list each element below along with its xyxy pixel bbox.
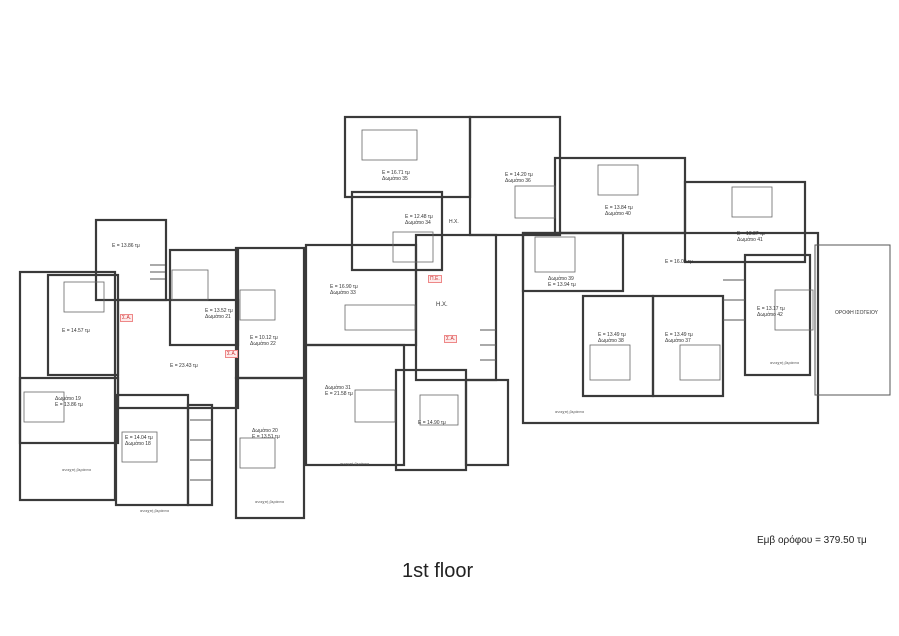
room-name: Δωμάτιο 31	[325, 385, 351, 391]
room-label: E = 23.43 τμ	[170, 363, 198, 369]
room-area: E = 12.48 τμ	[405, 214, 433, 220]
fire-tag: Σ.Α.	[444, 335, 458, 343]
room-area: E = 16.90 τμ	[330, 284, 358, 290]
wall-left-wing	[18, 270, 117, 502]
room-name: Δωμάτιο 39	[548, 276, 574, 282]
wall-stair	[186, 403, 214, 507]
room-area: E = 23.43 τμ	[170, 363, 198, 369]
wall-room	[168, 248, 240, 347]
room-name: Δωμάτιο 18	[125, 441, 151, 447]
room-label: E = 13.86 τμ	[112, 243, 140, 249]
room-area: E = 16.09 τμ	[665, 259, 693, 265]
terrace-label: ανοιχτή βεράντα	[555, 409, 584, 414]
wall-room	[683, 180, 807, 264]
wall-room	[304, 343, 406, 467]
room-area: E = 21.58 τμ	[325, 391, 353, 397]
wall-roof	[814, 244, 891, 396]
room-name: Δωμάτιο 40	[605, 211, 631, 217]
wall-room	[581, 294, 655, 398]
room-name: Δωμάτιο 19	[55, 396, 81, 402]
terrace-label: ανοιχτή βεράντα	[62, 467, 91, 472]
room-area: E = 13.86 τμ	[112, 243, 140, 249]
room-area: E = 13.51 τμ	[252, 434, 280, 440]
wall-room	[743, 253, 812, 377]
room-name: Δωμάτιο 33	[330, 290, 356, 296]
roof-label: ΟΡΟΦΗ ΙΣΟΓΕΙΟΥ	[835, 310, 879, 316]
wall-right-wing	[521, 231, 820, 425]
room-name: Δωμάτιο 20	[252, 428, 278, 434]
fire-tag: Σ.Α.	[120, 314, 134, 322]
room-name: Δωμάτιο 38	[598, 338, 624, 344]
room-area: E = 14.04 τμ	[125, 435, 153, 441]
room-area: E = 13.17 τμ	[757, 306, 785, 312]
wall-room	[234, 246, 306, 380]
floor-title: 1st floor	[402, 560, 474, 582]
room-area: E = 10.12 τμ	[250, 335, 278, 341]
room-area: E = 13.49 τμ	[598, 332, 626, 338]
room-area: E = 13.49 τμ	[665, 332, 693, 338]
terrace-label: ανοιχτή βεράντα	[140, 508, 169, 513]
floor-area-label: Εμβ ορόφου = 379.50 τμ	[757, 535, 867, 546]
room-label: E = 16.09 τμ	[665, 259, 693, 265]
wall-room	[18, 376, 120, 445]
room-label: E = 14.57 τμ	[62, 328, 90, 334]
room-name: Δωμάτιο 36	[505, 178, 531, 184]
wall-room	[114, 393, 190, 507]
room-area: E = 14.57 τμ	[62, 328, 90, 334]
room-label: E = 14.90 τμ	[418, 420, 446, 426]
room-name: Δωμάτιο 22	[250, 341, 276, 347]
room-name: Δωμάτιο 21	[205, 314, 231, 320]
room-name: Δωμάτιο 34	[405, 220, 431, 226]
room-name: Δωμάτιο 41	[737, 237, 763, 243]
wall-room	[46, 273, 120, 377]
room-area: E = 13.52 τμ	[205, 308, 233, 314]
room-name: Δωμάτιο 35	[382, 176, 408, 182]
room-area: E = 13.84 τμ	[605, 205, 633, 211]
room-area: E = 14.20 τμ	[505, 172, 533, 178]
wall-corridor	[414, 233, 498, 382]
stairs	[150, 264, 745, 481]
terrace-label: ανοιχτή βεράντα	[255, 499, 284, 504]
room-area: E = 13.86 τμ	[55, 402, 83, 408]
room-name: Δωμάτιο 37	[665, 338, 691, 344]
terrace-label: ανοιχτή βεράντα	[770, 360, 799, 365]
room-area: E = 14.90 τμ	[418, 420, 446, 426]
beds	[23, 129, 814, 469]
room-area: E = 13.87 τμ	[737, 231, 765, 237]
wall-room	[94, 218, 168, 302]
terrace-label: ανοιχτή βεράντα	[340, 461, 369, 466]
wall-room	[553, 156, 687, 235]
corridor-label: H.X.	[449, 219, 459, 225]
wall-room	[651, 294, 725, 398]
wall-room	[521, 231, 625, 293]
wall-room	[350, 190, 444, 272]
wall-stair	[464, 378, 510, 467]
fire-tag: Π.Ε.	[428, 275, 442, 283]
corridor-label: H.X.	[436, 302, 448, 308]
room-name: Δωμάτιο 42	[757, 312, 783, 318]
wall-room	[234, 376, 306, 520]
wall-room	[343, 115, 472, 199]
wall-room	[468, 115, 562, 237]
room-area: E = 16.71 τμ	[382, 170, 410, 176]
fire-tag: Σ.Α.	[225, 350, 239, 358]
room-area: E = 13.94 τμ	[548, 282, 576, 288]
